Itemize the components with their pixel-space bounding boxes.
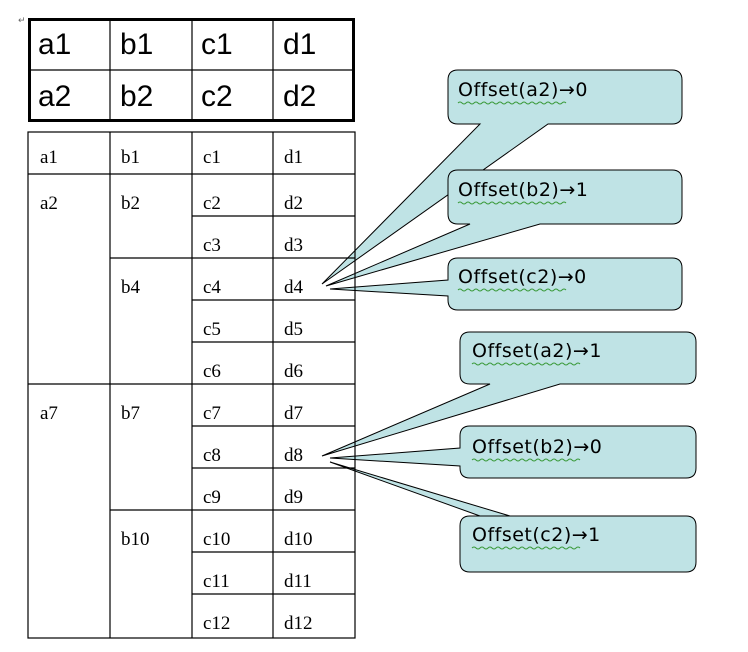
header-cell-d1: d1	[283, 28, 317, 61]
detail-cell-c7: c7	[203, 403, 221, 424]
callout-shape-5	[329, 425, 697, 479]
detail-cell-c2: c2	[203, 193, 221, 214]
header-cell-d2: d2	[283, 80, 317, 113]
header-table	[28, 18, 355, 122]
detail-cell-c6: c6	[203, 361, 221, 382]
detail-cell-c10: c10	[203, 529, 231, 550]
detail-cell-d1: d1	[284, 147, 303, 168]
detail-cell-c1: c1	[203, 147, 221, 168]
detail-cell-c5: c5	[203, 319, 221, 340]
callout-shape-1	[321, 69, 683, 285]
detail-cell-a7: a7	[40, 403, 58, 424]
callout-label-3: Offset(c2)→0	[458, 266, 587, 288]
detail-cell-d4: d4	[284, 277, 303, 298]
callout-shape-6	[329, 461, 697, 573]
detail-cell-b7: b7	[121, 403, 140, 424]
detail-cell-d5: d5	[284, 319, 303, 340]
header-cell-a1: a1	[38, 28, 72, 61]
paragraph-mark: ↵	[18, 16, 26, 26]
detail-cell-d9: d9	[284, 487, 303, 508]
callout-shape-4	[321, 331, 697, 457]
callout-shape-3	[329, 257, 683, 311]
header-table-grid	[30, 20, 353, 120]
detail-cell-c9: c9	[203, 487, 221, 508]
header-cell-c1: c1	[201, 28, 233, 61]
detail-cell-b4: b4	[121, 277, 140, 298]
detail-cell-d12: d12	[284, 613, 313, 634]
header-cell-b2: b2	[120, 80, 154, 113]
detail-cell-c4: c4	[203, 277, 221, 298]
callout-label-4: Offset(a2)→1	[472, 340, 602, 362]
header-cell-b1: b1	[120, 28, 154, 61]
spellcheck-underlines	[457, 101, 581, 550]
header-cell-c2: c2	[201, 80, 233, 113]
detail-cell-c11: c11	[203, 571, 230, 592]
detail-cell-d10: d10	[284, 529, 313, 550]
callout-label-5: Offset(b2)→0	[472, 436, 603, 458]
detail-table-grid	[27, 131, 356, 639]
callout-shape-2	[325, 169, 683, 287]
detail-cell-b10: b10	[121, 529, 150, 550]
detail-cell-d8: d8	[284, 445, 303, 466]
detail-cell-b1: b1	[121, 147, 140, 168]
callout-label-2: Offset(b2)→1	[458, 179, 589, 201]
callout-label-1: Offset(a2)→0	[458, 79, 588, 101]
detail-cell-c3: c3	[203, 235, 221, 256]
detail-cell-a1: a1	[40, 147, 58, 168]
detail-cell-b2: b2	[121, 193, 140, 214]
callout-label-6: Offset(c2)→1	[472, 524, 601, 546]
detail-cell-c12: c12	[203, 613, 231, 634]
detail-cell-c8: c8	[203, 445, 221, 466]
detail-cell-d11: d11	[284, 571, 312, 592]
detail-cell-d2: d2	[284, 193, 303, 214]
detail-cell-d6: d6	[284, 361, 303, 382]
detail-cell-a2: a2	[40, 193, 58, 214]
header-cell-a2: a2	[38, 80, 72, 113]
detail-cell-d7: d7	[284, 403, 303, 424]
detail-cell-d3: d3	[284, 235, 303, 256]
